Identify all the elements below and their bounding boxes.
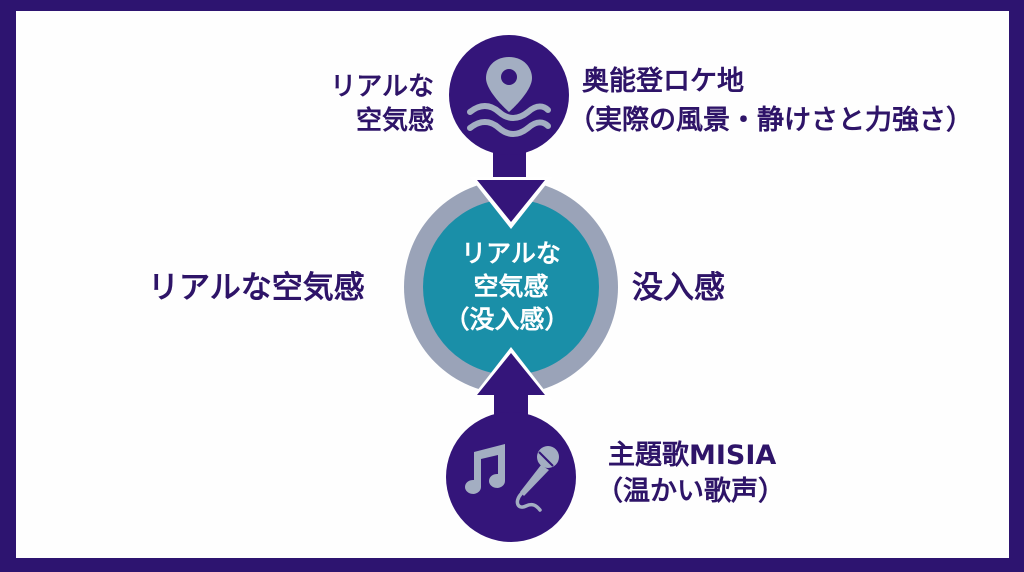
center-label-line3: （没入感） <box>444 305 570 334</box>
bottom-node-subtitle: （温かい歌声） <box>596 476 785 507</box>
top-node <box>449 35 569 229</box>
down-arrow-icon <box>477 180 545 222</box>
top-node-side-label-line2: 空気感 <box>355 106 434 136</box>
location-pin-icon <box>486 57 532 112</box>
left-label: リアルな空気感 <box>148 270 365 306</box>
up-arrow-icon <box>477 353 545 395</box>
top-node-subtitle: （実際の風景・静けさと力強さ） <box>568 105 973 136</box>
center-label-line2: 空気感 <box>473 272 549 301</box>
top-node-title: 奥能登ロケ地 <box>582 66 744 97</box>
top-node-side-label: リアルな 空気感 <box>300 70 434 138</box>
water-waves-icon <box>467 103 551 137</box>
music-note-icon <box>465 444 505 494</box>
center-label: リアルな 空気感 （没入感） <box>411 237 611 336</box>
right-label: 没入感 <box>632 270 725 306</box>
bottom-node-circle <box>446 412 576 542</box>
microphone-icon <box>515 446 559 512</box>
center-label-line1: リアルな <box>461 239 561 268</box>
center-ring <box>404 180 618 394</box>
bottom-node-title: 主題歌MISIA <box>608 440 777 471</box>
bottom-node <box>446 347 576 542</box>
top-node-side-label-line1: リアルな <box>330 72 434 102</box>
